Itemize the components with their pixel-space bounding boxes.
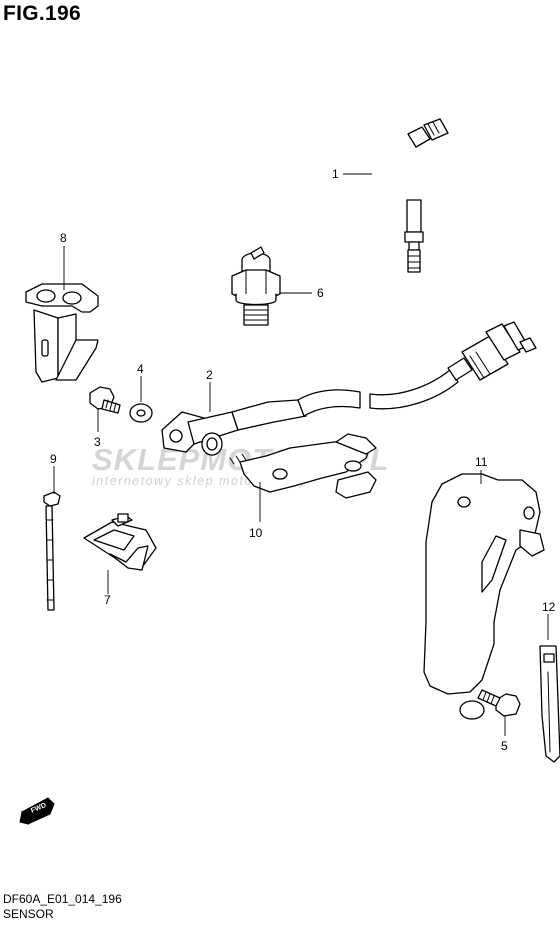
part-4-washer[interactable] bbox=[129, 403, 153, 423]
callout-1: 1 bbox=[332, 167, 339, 181]
part-8-bracket[interactable] bbox=[25, 283, 99, 383]
callout-7: 7 bbox=[104, 593, 111, 607]
fwd-arrow-icon: FWD bbox=[19, 797, 55, 825]
callout-4: 4 bbox=[137, 362, 144, 376]
callout-3: 3 bbox=[94, 435, 101, 449]
callout-11: 11 bbox=[475, 455, 488, 469]
part-1-temperature-sensor[interactable] bbox=[371, 118, 449, 273]
figure-title: FIG.196 bbox=[3, 2, 81, 25]
callout-10: 10 bbox=[249, 526, 263, 540]
part-3-bolt[interactable] bbox=[89, 386, 121, 414]
part-11-bracket[interactable] bbox=[423, 473, 545, 720]
figure-model-code: DF60A_E01_014_196 bbox=[3, 892, 122, 906]
figure-section-name: SENSOR bbox=[3, 907, 54, 921]
callout-6: 6 bbox=[317, 286, 324, 300]
part-5-bolt[interactable] bbox=[477, 689, 521, 717]
part-6-pressure-switch[interactable] bbox=[231, 246, 281, 326]
callout-2: 2 bbox=[206, 368, 213, 382]
callout-8: 8 bbox=[60, 231, 67, 245]
part-10-sensor-bracket[interactable] bbox=[229, 433, 377, 499]
part-9-cable-tie[interactable] bbox=[43, 491, 61, 611]
callout-5: 5 bbox=[501, 739, 508, 753]
leader-lines bbox=[53, 173, 549, 736]
part-12-strap[interactable] bbox=[539, 645, 560, 763]
callout-12: 12 bbox=[542, 600, 556, 614]
callouts: 1 2 3 4 5 6 7 8 9 10 11 12 bbox=[50, 167, 556, 753]
part-2-crank-sensor[interactable] bbox=[161, 321, 537, 456]
part-7-clip[interactable] bbox=[83, 513, 157, 571]
callout-9: 9 bbox=[50, 452, 57, 466]
